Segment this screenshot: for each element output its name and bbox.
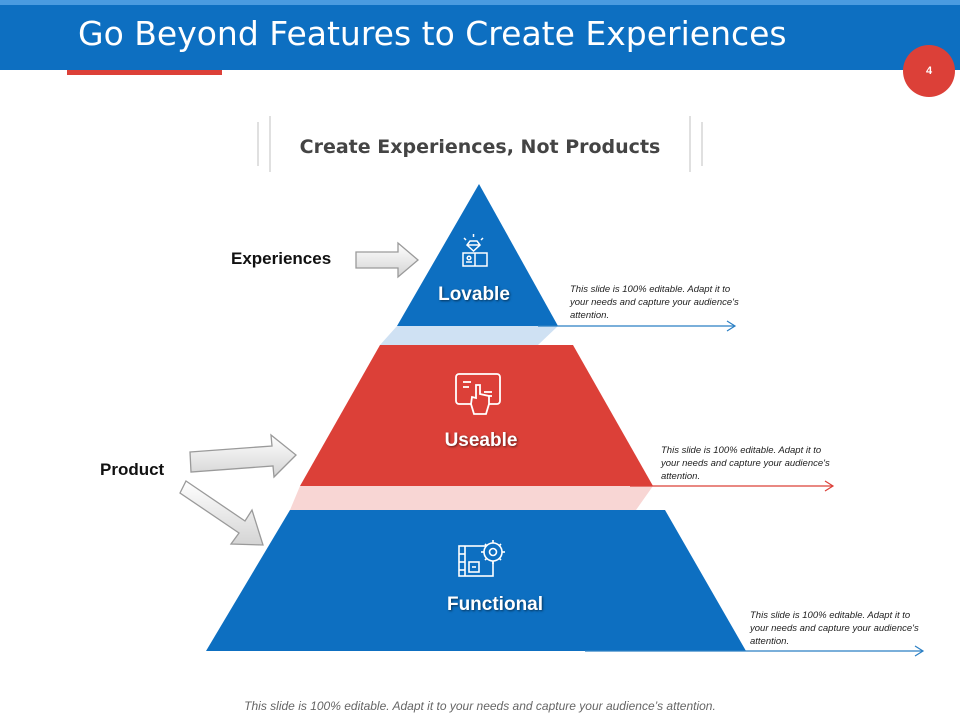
pyramid-tier-functional — [206, 510, 746, 651]
connector-band-top — [380, 326, 558, 345]
product-upper-block-arrow — [189, 433, 297, 479]
footer-note: This slide is 100% editable. Adapt it to… — [244, 699, 716, 713]
header-bar — [0, 0, 960, 70]
product-label: Product — [100, 460, 165, 479]
experiences-label: Experiences — [231, 249, 332, 268]
tier-label-useable: Useable — [444, 430, 518, 451]
slide-title: Go Beyond Features to Create Experiences — [78, 14, 787, 53]
title-underline-accent — [67, 70, 222, 75]
gift-box-diamond-icon — [462, 234, 488, 267]
diagram-subtitle: Create Experiences, Not Products — [299, 136, 661, 158]
blueprint-gear-icon — [458, 540, 505, 577]
header-top-stripe — [0, 0, 960, 5]
subtitle-bracket — [257, 116, 703, 172]
description-useable: This slide is 100% editable. Adapt it to… — [661, 445, 830, 482]
connector-band-bottom — [290, 486, 653, 510]
page-number-badge: 4 — [903, 45, 955, 97]
description-arrow-useable — [630, 480, 835, 492]
product-lower-block-arrow — [179, 480, 264, 546]
tablet-touch-icon — [455, 373, 501, 415]
experiences-block-arrow — [355, 241, 420, 279]
description-arrow-functional — [585, 645, 925, 657]
description-lovable: This slide is 100% editable. Adapt it to… — [570, 284, 739, 321]
tier-label-functional: Functional — [446, 594, 544, 615]
pyramid-tier-useable — [300, 345, 653, 486]
tier-label-lovable: Lovable — [438, 284, 510, 305]
description-functional: This slide is 100% editable. Adapt it to… — [750, 610, 919, 647]
pyramid-tier-lovable — [397, 184, 558, 326]
description-arrow-lovable — [538, 320, 737, 332]
